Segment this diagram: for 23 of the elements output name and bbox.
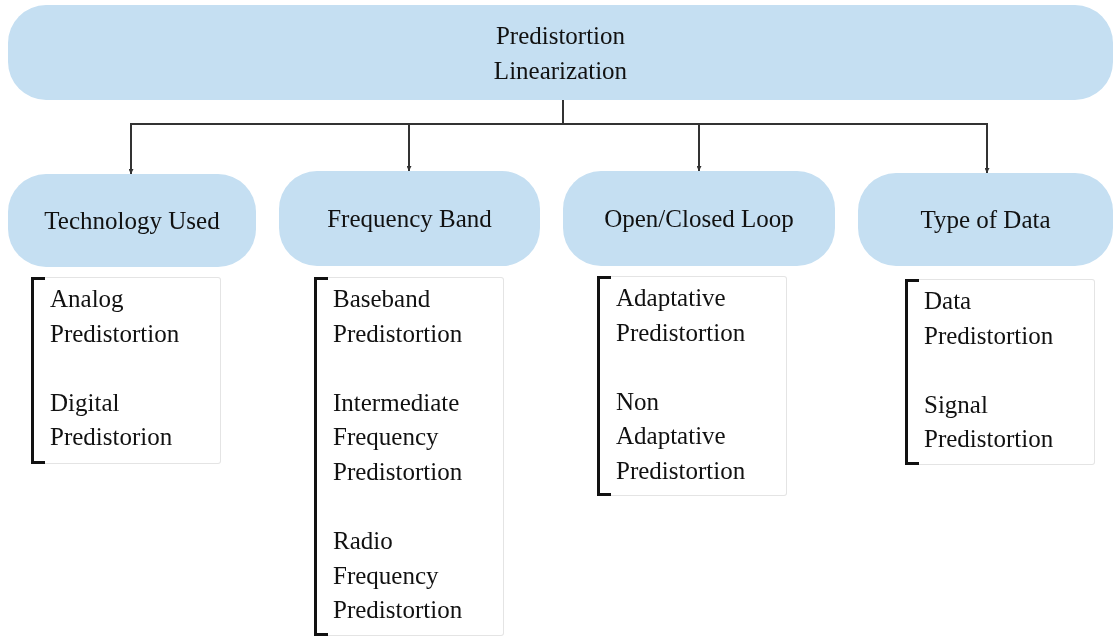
- category-pill: [8, 5, 1113, 100]
- list-item-text: Non Adaptative Predistortion: [616, 386, 747, 486]
- category-label: Type of Data: [920, 205, 1051, 235]
- item-list-box: [905, 279, 1095, 465]
- item-list-box: [314, 277, 504, 636]
- list-item-text: Baseband Predistortion: [333, 284, 464, 349]
- item-list-box: [31, 277, 221, 464]
- category-pill: [563, 171, 835, 266]
- category-label: Predistortion Linearization: [492, 20, 629, 86]
- list-item-text: Adaptative Predistortion: [616, 283, 747, 348]
- item-list-box: [597, 276, 787, 496]
- category-pill: [279, 171, 540, 266]
- list-item-text: Digital Predistorion: [50, 387, 174, 453]
- list-item-text: Radio Frequency Predistortion: [333, 526, 464, 626]
- category-label: Open/Closed Loop: [604, 204, 794, 234]
- list-item-text: Intermediate Frequency Predistortion: [333, 387, 464, 487]
- list-item-text: Signal Predistortion: [924, 389, 1055, 455]
- category-pill: [8, 174, 256, 267]
- category-label: Technology Used: [44, 206, 220, 236]
- category-pill: [858, 173, 1113, 266]
- category-label: Frequency Band: [327, 204, 492, 234]
- list-item-text: Data Predistortion: [924, 286, 1055, 351]
- list-item-text: Analog Predistortion: [50, 284, 181, 349]
